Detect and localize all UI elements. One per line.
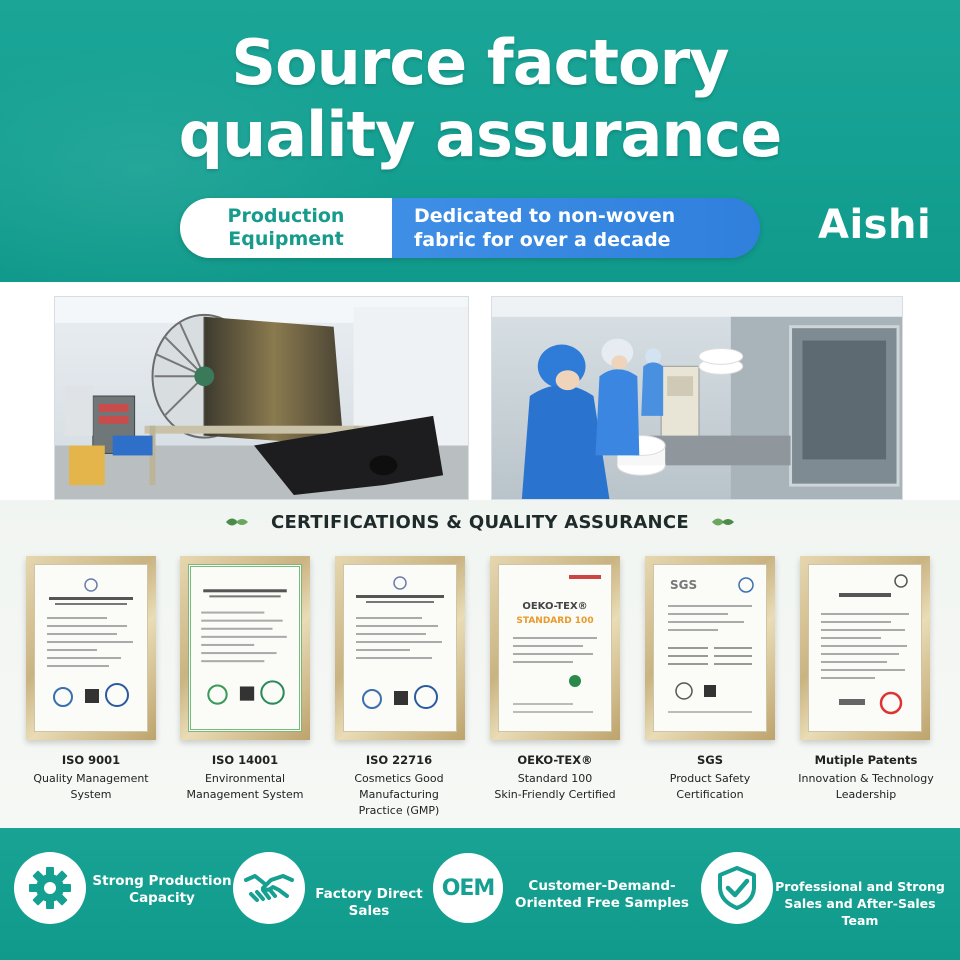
- page-title-line-2: quality assurance: [178, 98, 783, 171]
- cert-desc-line1: Cosmetics Good Manufacturing: [354, 772, 444, 801]
- feature-free-samples: Customer-Demand-Oriented Free Samples: [515, 878, 689, 911]
- certificate-document: SGS: [653, 564, 767, 732]
- production-equipment-text: Production Equipment: [227, 205, 345, 250]
- cert-label-sgs: SGS Product Safety Certification: [630, 752, 790, 803]
- handshake-icon: [233, 852, 305, 924]
- oeko-tex-doc-standard: STANDARD 100: [516, 616, 593, 626]
- certificate-document: [808, 564, 922, 732]
- header-banner: Source factory quality assurance Product…: [0, 0, 960, 282]
- cert-desc-line2: Practice (GMP): [358, 804, 440, 817]
- feature-production-capacity: Strong Production Capacity: [92, 873, 232, 906]
- info-pill: Production Equipment Dedicated to non-wo…: [180, 198, 760, 258]
- cert-name: ISO 9001: [61, 753, 121, 767]
- cert-desc-line1: Quality Management: [33, 772, 149, 785]
- cert-desc-line1: Standard 100: [517, 772, 593, 785]
- feature-factory-direct-sales: Factory Direct Sales: [315, 886, 423, 919]
- oeko-tex-doc-title: OEKO-TEX®: [522, 601, 587, 612]
- cert-label-oeko-tex: OEKO-TEX® Standard 100 Skin-Friendly Cer…: [475, 752, 635, 803]
- oem-badge: OEM: [441, 875, 496, 901]
- sgs-doc-logo: SGS: [670, 578, 697, 592]
- certificate-document: [34, 564, 148, 732]
- cert-name: Mutiple Patents: [814, 753, 918, 767]
- brand-name: Aishi: [818, 202, 932, 248]
- cert-name: ISO 14001: [211, 753, 279, 767]
- factory-photo-workers: [491, 296, 903, 500]
- feature-sales-team: Professional and Strong Sales and After-…: [775, 879, 945, 928]
- certificate-document: [188, 564, 302, 732]
- cert-desc-line2: System: [70, 788, 112, 801]
- certifications-heading: CERTIFICATIONS & QUALITY ASSURANCE: [270, 512, 690, 533]
- certificate-patent: [800, 556, 930, 740]
- certificate-sgs: SGS: [645, 556, 775, 740]
- gear-icon: [14, 852, 86, 924]
- cert-desc-line2: Leadership: [835, 788, 897, 801]
- pill-right-label: Dedicated to non-woven fabric for over a…: [392, 198, 760, 258]
- cert-name: OEKO-TEX®: [517, 753, 593, 767]
- certificate-document: [343, 564, 457, 732]
- cert-desc-line2: Certification: [676, 788, 744, 801]
- leaf-icon: [710, 513, 736, 534]
- certifications-heading-row: CERTIFICATIONS & QUALITY ASSURANCE: [0, 512, 960, 534]
- leaf-icon: [224, 513, 250, 534]
- certificate-document: OEKO-TEX® STANDARD 100: [498, 564, 612, 732]
- pill-left-label: Production Equipment: [180, 198, 392, 258]
- cert-desc-line1: Product Safety: [669, 772, 751, 785]
- cert-label-iso-22716: ISO 22716 Cosmetics Good Manufacturing P…: [314, 752, 484, 819]
- oem-icon: OEM: [433, 853, 503, 923]
- cert-label-iso-14001: ISO 14001 Environmental Management Syste…: [165, 752, 325, 803]
- certificate-oeko-tex: OEKO-TEX® STANDARD 100: [490, 556, 620, 740]
- cert-desc-line1: Environmental: [204, 772, 286, 785]
- page-title-line-1: Source factory: [231, 26, 729, 99]
- cert-label-iso-9001: ISO 9001 Quality Management System: [11, 752, 171, 803]
- certificate-iso-9001: [26, 556, 156, 740]
- cert-desc-line2: Skin-Friendly Certified: [494, 788, 616, 801]
- cert-desc-line2: Management System: [186, 788, 304, 801]
- cert-name: SGS: [696, 753, 723, 767]
- shield-check-icon: [701, 852, 773, 924]
- certificate-iso-22716: [335, 556, 465, 740]
- cert-label-patents: Mutiple Patents Innovation & Technology …: [786, 752, 946, 803]
- cert-name: ISO 22716: [365, 753, 433, 767]
- certificate-iso-14001: [180, 556, 310, 740]
- cert-desc-line1: Innovation & Technology: [798, 772, 934, 785]
- factory-photo-machine: [54, 296, 469, 500]
- decade-text: Dedicated to non-woven fabric for over a…: [414, 205, 676, 251]
